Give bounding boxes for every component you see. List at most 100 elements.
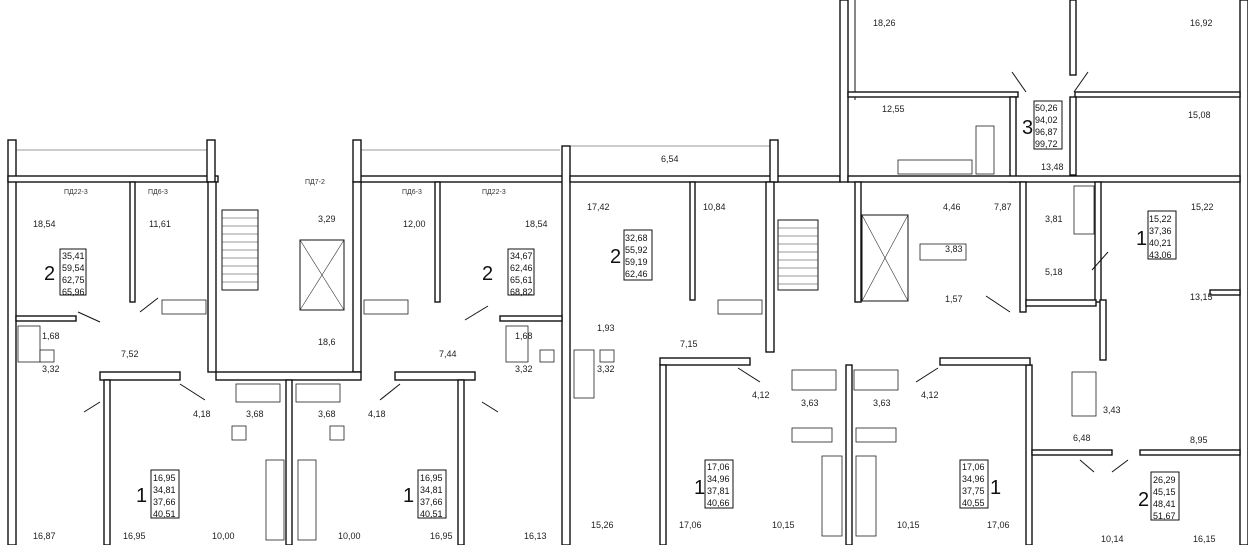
area-value: 15,22 — [1149, 214, 1172, 224]
room-area-label: 15,08 — [1188, 110, 1211, 120]
room-area-label: 10,14 — [1101, 534, 1124, 544]
room-area-label: 12,00 — [403, 219, 426, 229]
apartment-summary: 2 26,29 45,15 48,41 51,67 — [1138, 475, 1176, 521]
area-value: 34,67 — [510, 251, 533, 261]
room-area-label: 15,26 — [591, 520, 614, 530]
area-value: 40,51 — [420, 509, 443, 519]
area-value: 35,41 — [62, 251, 85, 261]
area-value: 37,66 — [153, 497, 176, 507]
room-area-label: 10,84 — [703, 202, 726, 212]
area-value: 43,06 — [1149, 250, 1172, 260]
room-count: 1 — [1136, 228, 1147, 250]
room-area-label: 6,48 — [1073, 433, 1091, 443]
room-area-label: 4,18 — [368, 409, 386, 419]
area-value: 37,36 — [1149, 226, 1172, 236]
room-count: 2 — [1138, 489, 1149, 511]
room-area-label: 10,00 — [212, 531, 235, 541]
room-area-label: 11,61 — [149, 219, 171, 229]
area-value: 37,75 — [962, 486, 985, 496]
room-area-label: 13,48 — [1041, 162, 1064, 172]
room-area-label: 4,12 — [752, 390, 770, 400]
room-area-label: 7,44 — [439, 349, 457, 359]
stair-core-left — [221, 209, 345, 311]
room-area-label: 3,43 — [1103, 405, 1121, 415]
area-value: 37,66 — [420, 497, 443, 507]
area-value: 34,81 — [153, 485, 176, 495]
room-area-label: 3,68 — [318, 409, 336, 419]
apartment-summary: 1 15,22 37,36 40,21 43,06 — [1136, 214, 1172, 260]
room-area-label: 16,87 — [33, 531, 56, 541]
lintel-tag: ПД6-3 — [148, 189, 168, 196]
lintel-tag: ПД22-3 — [482, 189, 506, 196]
area-value: 94,02 — [1035, 115, 1058, 125]
walls — [7, 0, 1248, 545]
room-area-label: 18,54 — [33, 219, 56, 229]
apartment-summary: 2 34,67 62,46 65,61 68,82 — [482, 251, 533, 297]
area-value: 59,54 — [62, 263, 85, 273]
room-area-label: 16,13 — [524, 531, 547, 541]
room-area-label: 18,54 — [525, 219, 548, 229]
room-area-label: 18,6 — [318, 337, 336, 347]
room-area-label: 1,68 — [515, 331, 533, 341]
room-area-label: 17,42 — [587, 202, 610, 212]
apartment-summary: 1 17,06 34,96 37,81 40,66 — [694, 462, 730, 508]
apartment-summary: 2 32,68 55,92 59,19 62,46 — [610, 233, 648, 279]
area-value: 34,81 — [420, 485, 443, 495]
apartment-summary: 2 35,41 59,54 62,75 65,96 — [44, 251, 85, 297]
area-value: 40,51 — [153, 509, 176, 519]
room-area-label: 1,68 — [42, 331, 60, 341]
area-value: 65,96 — [62, 287, 85, 297]
area-value: 45,15 — [1153, 487, 1176, 497]
room-area-label: 3,32 — [597, 364, 615, 374]
room-count: 1 — [136, 485, 147, 507]
room-area-label: 4,18 — [193, 409, 211, 419]
room-count: 1 — [694, 477, 705, 499]
area-value: 37,81 — [707, 486, 730, 496]
area-value: 32,68 — [625, 233, 648, 243]
apartment-summary: 1 16,95 34,81 37,66 40,51 — [403, 473, 443, 519]
room-area-label: 8,95 — [1190, 435, 1208, 445]
door-swings — [77, 71, 1129, 473]
area-value: 26,29 — [1153, 475, 1176, 485]
bathroom-fixtures — [17, 125, 1097, 541]
room-area-label: 15,22 — [1191, 202, 1214, 212]
room-area-label: 3,68 — [246, 409, 264, 419]
room-count: 1 — [403, 485, 414, 507]
room-area-label: 12,55 — [882, 104, 905, 114]
area-value: 62,46 — [625, 269, 648, 279]
area-value: 17,06 — [962, 462, 985, 472]
room-area-label: 7,52 — [121, 349, 139, 359]
area-value: 96,87 — [1035, 127, 1058, 137]
room-area-label: 4,46 — [943, 202, 961, 212]
area-value: 40,66 — [707, 498, 730, 508]
room-area-label: 18,26 — [873, 18, 896, 28]
area-value: 40,55 — [962, 498, 985, 508]
room-area-label: 3,63 — [873, 398, 891, 408]
room-count: 3 — [1022, 117, 1033, 139]
room-area-label: 3,81 — [1045, 214, 1063, 224]
room-area-label: 13,15 — [1190, 292, 1213, 302]
room-area-label: 17,06 — [679, 520, 702, 530]
room-count: 2 — [482, 263, 493, 285]
room-area-label: 16,92 — [1190, 18, 1213, 28]
area-value: 48,41 — [1153, 499, 1176, 509]
area-box-frames — [59, 100, 1180, 521]
area-value: 16,95 — [420, 473, 443, 483]
room-area-label: 3,63 — [801, 398, 819, 408]
room-area-label: 7,87 — [994, 202, 1012, 212]
lintel-tag: ПД22-3 — [64, 189, 88, 196]
room-area-label: 17,06 — [987, 520, 1010, 530]
stair-core-right — [777, 214, 909, 302]
area-value: 34,96 — [707, 474, 730, 484]
apartment-summary: 1 16,95 34,81 37,66 40,51 — [136, 473, 176, 519]
room-area-label: 16,95 — [123, 531, 146, 541]
room-area-label: 1,93 — [597, 323, 615, 333]
room-area-label: 1,57 — [945, 294, 963, 304]
room-area-label: 3,83 — [945, 244, 963, 254]
area-value: 55,92 — [625, 245, 648, 255]
room-area-label: 16,15 — [1193, 534, 1216, 544]
room-area-label: 3,32 — [42, 364, 60, 374]
room-area-label: 10,15 — [772, 520, 795, 530]
room-area-label: 5,18 — [1045, 267, 1063, 277]
area-value: 16,95 — [153, 473, 176, 483]
